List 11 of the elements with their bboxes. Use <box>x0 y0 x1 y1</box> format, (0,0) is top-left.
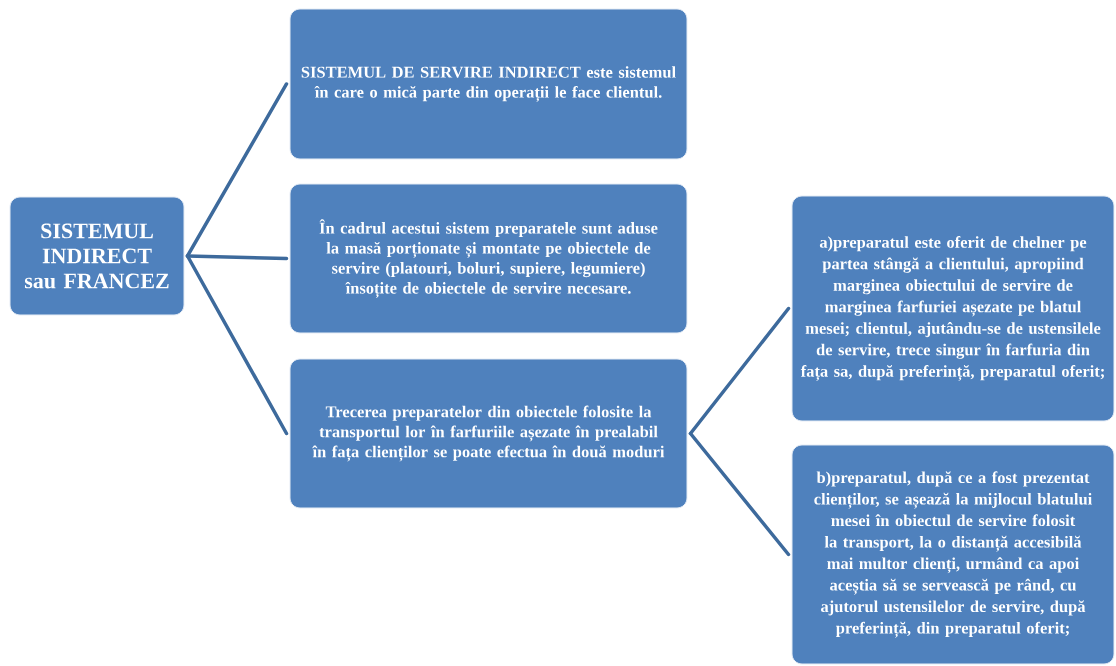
info-box: b)preparatul, după ce a fost prezentat clienților, se așează la mijlocul blatului mesei în obiectul de servire folosit la transport, la o distanță accesibilă mai multor clienți, urmând ca apoi aceștia să se servească pe rând, cu ajutorul ustensilelor de servire, după preferință, din preparatul oferit; <box>791 444 1115 665</box>
connector-line <box>185 254 289 436</box>
info-box: a)preparatul este oferit de chelner pe partea stângă a clientului, apropiind marginea obiectului de servire de marginea farfuriei așezate pe blatul mesei; clientul, ajutându-se de ustensilele de servire, trece singur în farfuria din fața sa, după preferință, preparatul oferit; <box>791 195 1115 422</box>
info-box: SISTEMUL DE SERVIRE INDIRECT este sistemul în care o mică parte din operații le face clientul. <box>289 8 688 160</box>
connector-line <box>688 306 791 436</box>
connector-line <box>688 431 791 557</box>
connector-line <box>185 254 289 261</box>
info-box: În cadrul acestui sistem preparatele sunt aduse la masă porționate și montate pe obiectele de servire (platouri, boluri, supiere, legumiere) însoțite de obiectele de servire necesare. <box>289 183 688 334</box>
root-box: SISTEMUL INDIRECT sau FRANCEZ <box>9 196 185 316</box>
connector-line <box>185 82 289 258</box>
info-box: Trecerea preparatelor din obiectele folosite la transportul lor în farfuriile așezate în prealabil în fața clienților se poate efectua în două moduri <box>289 358 688 509</box>
